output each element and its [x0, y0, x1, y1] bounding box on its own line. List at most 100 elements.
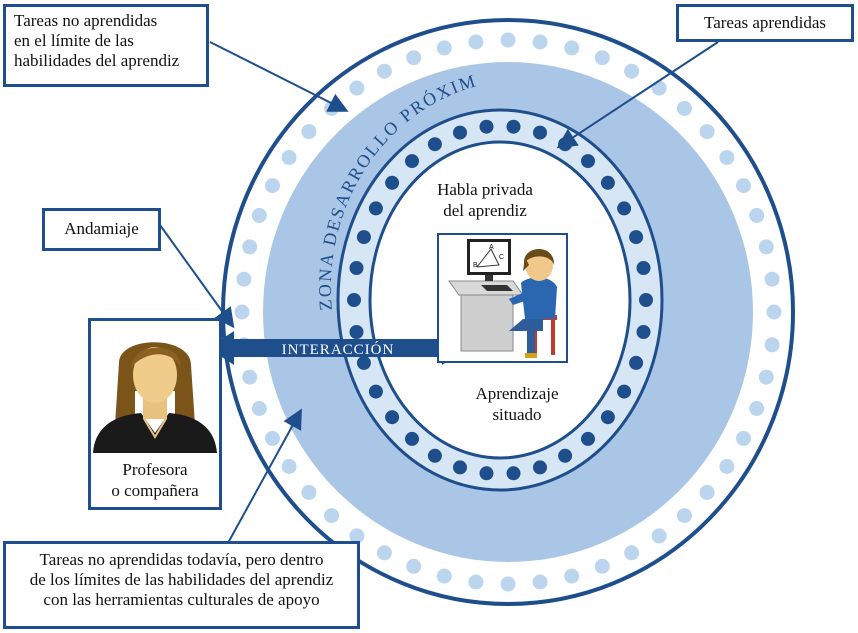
- outer-ring-dot: [564, 40, 580, 56]
- interaction-label: INTERACCIÓN: [282, 341, 395, 358]
- learned-ring-dot: [427, 448, 442, 463]
- learned-ring-dot: [349, 261, 364, 275]
- learner-card: A B C: [437, 233, 568, 363]
- outer-ring-dot: [651, 80, 667, 96]
- learned-ring-dot: [368, 201, 383, 216]
- outer-ring-dot: [532, 34, 548, 50]
- callout-scaffold: Andamiaje: [42, 208, 161, 251]
- outer-ring-dot: [766, 304, 782, 320]
- learned-ring-dot: [347, 293, 361, 307]
- learned-ring-dot: [385, 175, 400, 190]
- outer-ring-dot: [376, 545, 392, 561]
- learned-ring-dot: [453, 125, 467, 140]
- learned-ring-dot: [600, 175, 615, 190]
- outer-ring-dot: [624, 545, 640, 561]
- private-speech-line-2: del aprendiz: [443, 201, 527, 220]
- callout-unlearned-limit: Tareas no aprendidas en el límite de las…: [3, 4, 209, 87]
- learned-ring-dot: [558, 448, 573, 463]
- outer-ring-dot: [265, 178, 280, 194]
- learned-ring-dot: [617, 201, 632, 216]
- callout-learned: Tareas aprendidas: [676, 4, 854, 42]
- learned-ring-dot: [533, 125, 547, 140]
- learned-ring-dot: [349, 325, 364, 339]
- outer-ring-dot: [436, 568, 452, 584]
- teacher-card: Profesora o compañera: [88, 318, 222, 510]
- callout-within-limits-line-1: Tareas no aprendidas todavía, pero dentr…: [39, 550, 324, 569]
- outer-ring-dot: [251, 208, 267, 223]
- callout-learned-line-1: Tareas aprendidas: [704, 13, 826, 32]
- learned-ring-dot: [636, 325, 651, 339]
- outer-ring-dot: [500, 32, 516, 48]
- outer-ring-dot: [242, 369, 258, 385]
- outer-ring-dot: [281, 459, 297, 474]
- teacher-caption-line-1: Profesora: [122, 460, 188, 480]
- outer-ring-dot: [699, 124, 715, 140]
- pointer-scaffold: [159, 224, 235, 329]
- outer-ring-dot: [719, 459, 735, 474]
- learned-ring-dot: [405, 154, 419, 169]
- teacher-avatar-icon: [93, 342, 217, 453]
- private-speech-line-1: Habla privada: [437, 180, 533, 199]
- outer-ring-dot: [324, 508, 340, 524]
- learned-ring-dot: [356, 230, 371, 245]
- pointer-bottom: [227, 408, 302, 544]
- outer-dots: [234, 32, 782, 592]
- outer-ring-dot: [234, 304, 250, 320]
- callout-unlearned-limit-line-3: habilidades del aprendiz: [14, 51, 180, 71]
- situated-line-1: Aprendizaje: [475, 384, 558, 403]
- outer-ring-dot: [236, 271, 252, 287]
- outer-ring-dot: [468, 574, 484, 590]
- pointer-top-right: [556, 41, 719, 149]
- learned-ring-dot: [368, 384, 383, 399]
- learned-ring-dot: [533, 460, 547, 475]
- outer-ring-dot: [699, 484, 715, 500]
- outer-ring-dot: [564, 568, 580, 584]
- outer-ring-dot: [764, 337, 780, 353]
- outer-ring-dot: [376, 63, 392, 79]
- learned-ring-dot: [479, 119, 494, 134]
- learned-ring-dot: [617, 384, 632, 399]
- outer-ring-dot: [651, 528, 667, 544]
- outer-ring-dot: [749, 208, 765, 223]
- outer-ring-dot: [749, 401, 765, 416]
- outer-ring-dot: [301, 124, 317, 140]
- teacher-caption: Profesora o compañera: [91, 460, 219, 501]
- learned-ring-dot: [581, 154, 595, 169]
- callout-within-limits-line-2: de los límites de las habilidades del ap…: [29, 570, 334, 590]
- outer-ring-dot: [349, 528, 365, 544]
- callout-unlearned-limit-line-2: en el límite de las: [14, 31, 134, 51]
- outer-ring-dot: [736, 178, 751, 194]
- learned-ring-dot: [479, 466, 494, 481]
- outer-ring-dot: [719, 150, 735, 165]
- outer-ring-dot: [532, 574, 548, 590]
- outer-ring-dot: [676, 508, 692, 524]
- outer-ring-dot: [758, 239, 774, 255]
- callout-within-limits: Tareas no aprendidas todavía, pero dentr…: [3, 541, 360, 629]
- outer-ring-dot: [251, 401, 267, 416]
- interaction-arrow: [208, 331, 468, 365]
- outer-ring-dot: [624, 63, 640, 79]
- outer-ring-dot: [436, 40, 452, 56]
- pointer-top-left: [209, 41, 349, 112]
- learned-ring-dot: [636, 261, 651, 275]
- outer-ring-dot: [265, 430, 280, 446]
- learned-ring-dot: [385, 410, 400, 425]
- situated-line-2: situado: [492, 405, 541, 424]
- outer-ring-dot: [594, 558, 610, 574]
- outer-ring-dot: [406, 50, 422, 66]
- outer-ring-dot: [242, 239, 258, 255]
- outer-ring-dot: [594, 50, 610, 66]
- learned-ring-dot: [453, 460, 467, 475]
- outer-ring-dot: [406, 558, 422, 574]
- callout-unlearned-limit-line-1: Tareas no aprendidas: [14, 11, 158, 30]
- outer-ring-dot: [500, 576, 516, 592]
- learned-ring-dot: [581, 431, 595, 446]
- learned-ring-dot: [427, 137, 442, 152]
- learned-ring-dot: [506, 466, 521, 481]
- learned-ring-dot: [600, 410, 615, 425]
- outer-ring-dot: [758, 369, 774, 385]
- outer-ring-dot: [301, 484, 317, 500]
- learned-ring-dot: [629, 355, 644, 370]
- callout-scaffold-line-1: Andamiaje: [64, 219, 139, 238]
